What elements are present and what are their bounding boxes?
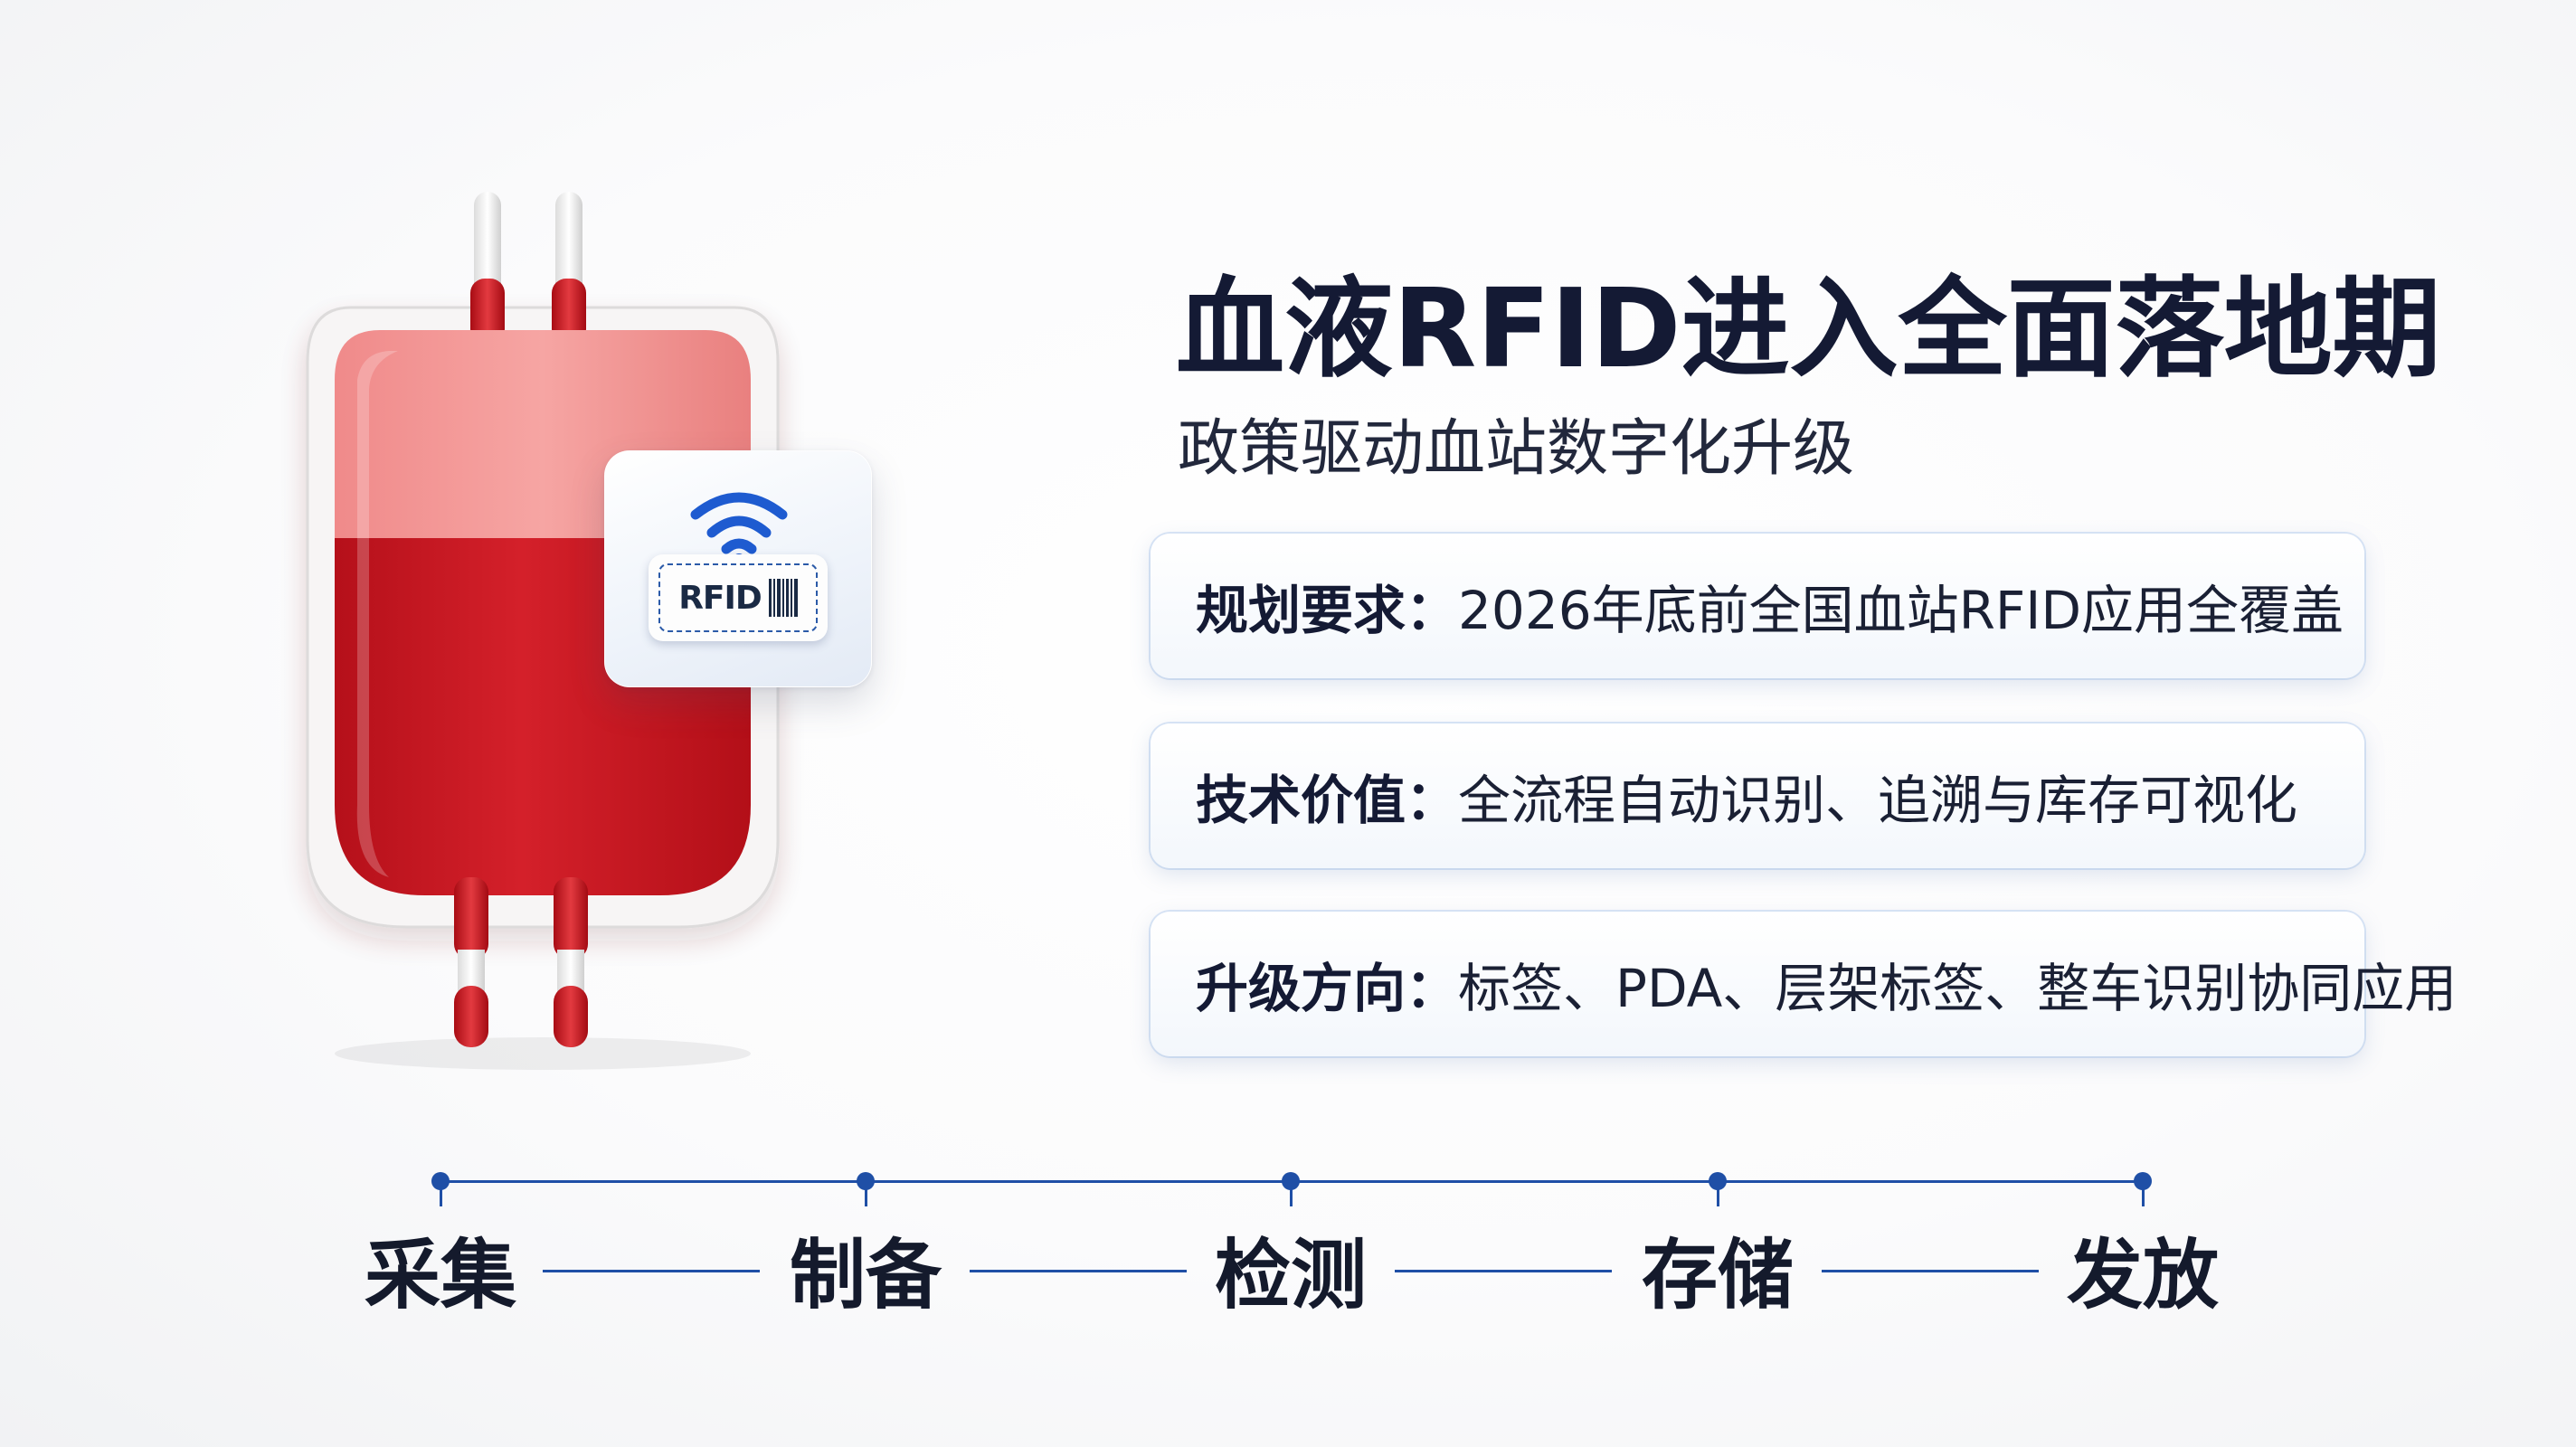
info-card-key: 技术价值： (1196, 770, 1459, 831)
step-connector (1822, 1270, 2039, 1272)
page-title: 血液RFID进入全面落地期 (1176, 267, 2441, 392)
info-card-value: 2026年底前全国血站RFID应用全覆盖 (1458, 580, 2344, 641)
info-card-key: 升级方向： (1196, 958, 1459, 1019)
barcode-icon (768, 579, 798, 617)
process-timeline: 采集 制备 检测 存储 发放 (0, 1158, 2576, 1338)
info-card-plan: 规划要求： 2026年底前全国血站RFID应用全覆盖 (1151, 534, 2364, 678)
info-card-upgrade-direction: 升级方向： 标签、PDA、层架标签、整车识别协同应用 (1151, 912, 2457, 1056)
timeline-tick (1717, 1181, 1719, 1206)
process-step-prepare: 制备 (789, 1231, 942, 1319)
page-subtitle: 政策驱动血站数字化升级 (1178, 413, 1855, 485)
step-connector (1395, 1270, 1612, 1272)
timeline-tick (1290, 1181, 1293, 1206)
timeline-tick (440, 1181, 442, 1206)
step-connector (543, 1270, 760, 1272)
process-step-test: 检测 (1214, 1231, 1367, 1319)
rfid-label: RFID (649, 554, 828, 641)
info-card-tech-value: 技术价值： 全流程自动识别、追溯与库存可视化 (1151, 724, 2364, 868)
rfid-tag-card: RFID (604, 450, 872, 687)
process-step-issue: 发放 (2066, 1231, 2219, 1319)
timeline-tick (865, 1181, 867, 1206)
wireless-signal-icon (690, 492, 788, 566)
step-connector (970, 1270, 1187, 1272)
rfid-label-text: RFID (678, 579, 762, 617)
timeline-tick (2142, 1181, 2145, 1206)
info-card-value: 标签、PDA、层架标签、整车识别协同应用 (1458, 958, 2458, 1019)
info-card-value: 全流程自动识别、追溯与库存可视化 (1458, 770, 2298, 831)
process-step-collect: 采集 (364, 1231, 516, 1319)
process-step-store: 存储 (1641, 1231, 1794, 1319)
info-card-key: 规划要求： (1196, 580, 1459, 641)
